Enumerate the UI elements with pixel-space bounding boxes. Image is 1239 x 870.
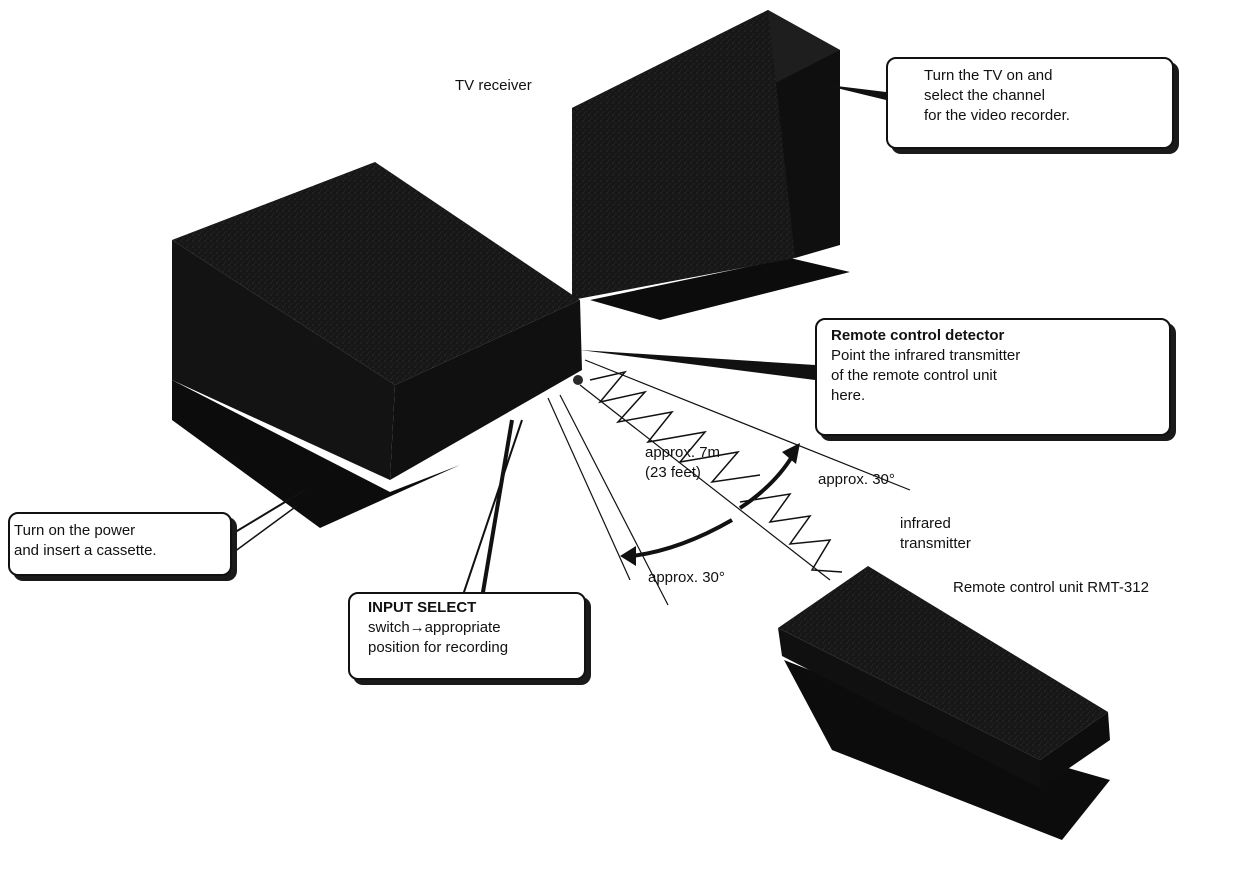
power-callout: Turn on the power and insert a cassette. — [8, 512, 232, 576]
detector-callout-line2: of the remote control unit — [831, 367, 997, 384]
tv-callout-pointer — [820, 84, 886, 100]
power-callout-line1: Turn on the power — [14, 522, 136, 539]
vcr-shadow — [172, 380, 460, 528]
angle-line-left-outer — [547, 397, 631, 581]
approx-distance-label: approx. 7m (23 feet) — [645, 443, 720, 483]
approx-angle-right-label: approx. 30° — [818, 471, 895, 488]
tv-front — [572, 10, 795, 300]
power-leader-line-2 — [229, 504, 299, 556]
angle-arc-right — [738, 453, 795, 510]
vcr-top — [172, 162, 580, 385]
infrared-line1: infrared — [900, 515, 951, 532]
tv-callout: Turn the TV on and select the channel fo… — [886, 57, 1174, 149]
angle-line-upper — [584, 359, 911, 491]
tv-callout-line2: select the channel — [924, 87, 1045, 104]
vcr-front — [172, 240, 395, 480]
remote-unit-label: Remote control unit RMT-312 — [953, 579, 1149, 596]
remote-shadow — [784, 660, 1110, 840]
arc-arrow-right — [782, 443, 800, 464]
approx-distance-line1: approx. 7m — [645, 444, 721, 461]
tv-callout-line3: for the video recorder. — [924, 107, 1070, 124]
tv-shadow — [590, 258, 850, 320]
input-select-leader-1 — [461, 419, 523, 599]
remote-top — [778, 566, 1108, 760]
input-select-title: INPUT SELECT — [368, 599, 477, 616]
power-callout-line2: and insert a cassette. — [14, 542, 157, 559]
tv-receiver-label: TV receiver — [455, 77, 532, 94]
angle-line-lower — [559, 394, 669, 606]
infrared-transmitter-label: infrared transmitter — [900, 514, 971, 554]
approx-angle-left-label: approx. 30° — [648, 569, 725, 586]
infrared-line2: transmitter — [900, 535, 971, 552]
arc-arrow-left — [620, 546, 636, 566]
approx-distance-line2: (23 feet) — [645, 464, 701, 481]
detector-callout: Remote control detector Point the infrar… — [815, 318, 1171, 436]
vcr-side — [390, 300, 582, 480]
tv-callout-line1: Turn the TV on and — [924, 67, 1053, 84]
video-recorder — [172, 162, 583, 528]
infrared-beam-lower — [739, 492, 843, 573]
detector-callout-pointer — [580, 350, 815, 380]
remote-edge — [778, 628, 1040, 788]
infrared-beams — [589, 370, 843, 573]
input-select-line1: switch→appropriate — [368, 619, 501, 636]
infrared-beam-upper — [589, 370, 761, 484]
remote-end — [1040, 712, 1110, 788]
angle-arc-left — [631, 518, 733, 558]
remote-detector-sensor — [573, 375, 583, 385]
input-select-leader-2 — [480, 419, 514, 599]
angle-arcs — [620, 443, 800, 566]
detector-callout-line3: here. — [831, 387, 866, 404]
remote-control-unit — [778, 566, 1110, 840]
detector-callout-line1: Point the infrared transmitter — [831, 347, 1021, 364]
input-select-callout: INPUT SELECT switch→appropriate position… — [348, 592, 586, 680]
detector-callout-title: Remote control detector — [831, 327, 1005, 344]
leader-lines — [229, 84, 886, 599]
tv-receiver — [572, 10, 850, 320]
power-leader-line — [231, 489, 306, 535]
input-select-line2: position for recording — [368, 639, 509, 656]
